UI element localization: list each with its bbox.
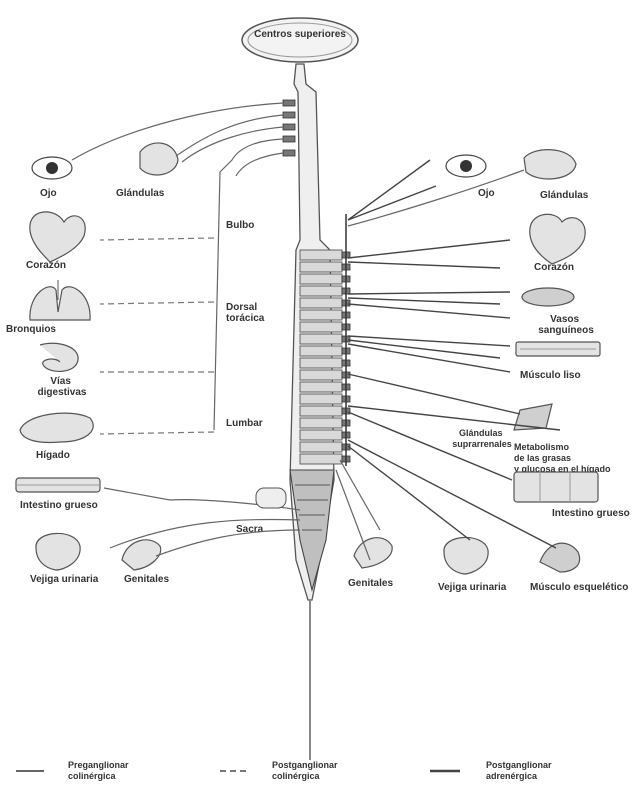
label-line: suprarrenales xyxy=(452,439,512,449)
right-glands-label: Glándulas xyxy=(540,190,589,201)
legend: Preganglionar colinérgica Postganglionar… xyxy=(16,760,554,781)
right-eye-organ xyxy=(446,155,486,177)
right-bladder-organ xyxy=(444,537,488,574)
right-eye-label: Ojo xyxy=(478,188,495,199)
right-vessels-label: Vasos sanguíneos xyxy=(538,314,594,336)
left-liver-label: Hígado xyxy=(36,450,70,461)
region-label-cranial: Bulbo xyxy=(226,220,254,231)
spinal-segment xyxy=(300,310,342,320)
region-label-sacral: Sacra xyxy=(236,524,264,535)
spinal-segment xyxy=(300,334,342,344)
left-heart-label: Corazón xyxy=(26,260,66,271)
left-digestive-label: Vías digestivas xyxy=(38,376,87,398)
spinal-segment xyxy=(300,250,342,260)
label-line: colinérgica xyxy=(272,771,321,781)
spinal-segment xyxy=(300,382,342,392)
left-genitals-organ xyxy=(122,540,161,570)
higher-centers-bubble: Centros superiores xyxy=(242,18,358,62)
cranial-nucleus xyxy=(283,100,295,106)
spinal-segment xyxy=(300,286,342,296)
left-eye-label: Ojo xyxy=(40,188,57,199)
spinal-segment xyxy=(300,358,342,368)
right-vessels-organ xyxy=(522,288,574,306)
spinal-segment xyxy=(300,418,342,428)
right-hair-organ xyxy=(516,342,600,356)
spinal-segments xyxy=(300,214,350,466)
region-label-thoracic: Dorsal torácica xyxy=(226,302,265,324)
label-line: sanguíneos xyxy=(538,325,594,336)
spinal-segment xyxy=(300,430,342,440)
left-intestine-label: Intestino grueso xyxy=(20,500,98,511)
left-glands-label: Glándulas xyxy=(116,188,165,199)
label-line: adrenérgica xyxy=(486,771,538,781)
left-digestive-organ xyxy=(40,343,78,371)
spinal-segment xyxy=(300,346,342,356)
right-glands-organ xyxy=(524,150,576,179)
legend-label-postganglionic-adrenergic: Postganglionar adrenérgica xyxy=(486,760,554,781)
legend-label-preganglionic: Preganglionar colinérgica xyxy=(68,760,131,781)
right-intestine-label: Intestino grueso xyxy=(552,508,630,519)
right-sweat-label: Músculo esquelético xyxy=(530,582,628,593)
right-genitals-organ xyxy=(354,538,392,568)
right-adrenal-label: Glándulas suprarrenales xyxy=(452,428,512,449)
left-bladder-organ xyxy=(36,533,80,570)
spinal-segment xyxy=(300,442,342,452)
spinal-segment xyxy=(300,370,342,380)
spinal-segment xyxy=(300,274,342,284)
spinal-segment xyxy=(300,298,342,308)
label-line: colinérgica xyxy=(68,771,117,781)
region-label-lumbar: Lumbar xyxy=(226,418,263,429)
parasympathetic-pathways xyxy=(72,103,300,556)
right-sweat-organ xyxy=(540,543,580,572)
left-eye-organ xyxy=(32,157,72,179)
cranial-nucleus xyxy=(283,112,295,118)
legend-item-postganglionic-adrenergic: Postganglionar adrenérgica xyxy=(430,760,554,781)
right-heart-label: Corazón xyxy=(534,262,574,273)
left-intestine-organ xyxy=(16,478,100,492)
right-genitals-label: Genitales xyxy=(348,578,393,589)
cranial-nucleus xyxy=(283,150,295,156)
higher-centers-label: Centros superiores xyxy=(254,29,346,40)
legend-item-preganglionic: Preganglionar colinérgica xyxy=(16,760,131,781)
spinal-segment xyxy=(300,394,342,404)
left-bladder-label: Vejiga urinaria xyxy=(30,574,99,585)
right-bladder-label: Vejiga urinaria xyxy=(438,582,507,593)
spinal-segment xyxy=(300,262,342,272)
legend-label-postganglionic-cholinergic: Postganglionar colinérgica xyxy=(272,760,340,781)
cranial-nucleus xyxy=(283,136,295,142)
right-heart-organ xyxy=(530,214,585,264)
cranial-nucleus xyxy=(283,124,295,130)
label-line: de las grasas xyxy=(514,453,571,463)
label-line: digestivas xyxy=(38,387,87,398)
legend-item-postganglionic-cholinergic: Postganglionar colinérgica xyxy=(220,760,340,781)
spinal-segment xyxy=(300,406,342,416)
label-line: torácica xyxy=(226,313,265,324)
left-heart-organ xyxy=(30,212,85,262)
left-liver-organ xyxy=(20,413,93,442)
left-bronchi-organ xyxy=(30,280,90,320)
left-genitals-label: Genitales xyxy=(124,574,169,585)
spinal-segment xyxy=(300,322,342,332)
spinal-segment xyxy=(300,454,342,464)
right-hair-label: Músculo liso xyxy=(520,370,581,381)
left-glands-organ xyxy=(140,143,178,175)
right-intestine-organ xyxy=(514,472,598,502)
left-bronchi-label: Bronquios xyxy=(6,324,56,335)
